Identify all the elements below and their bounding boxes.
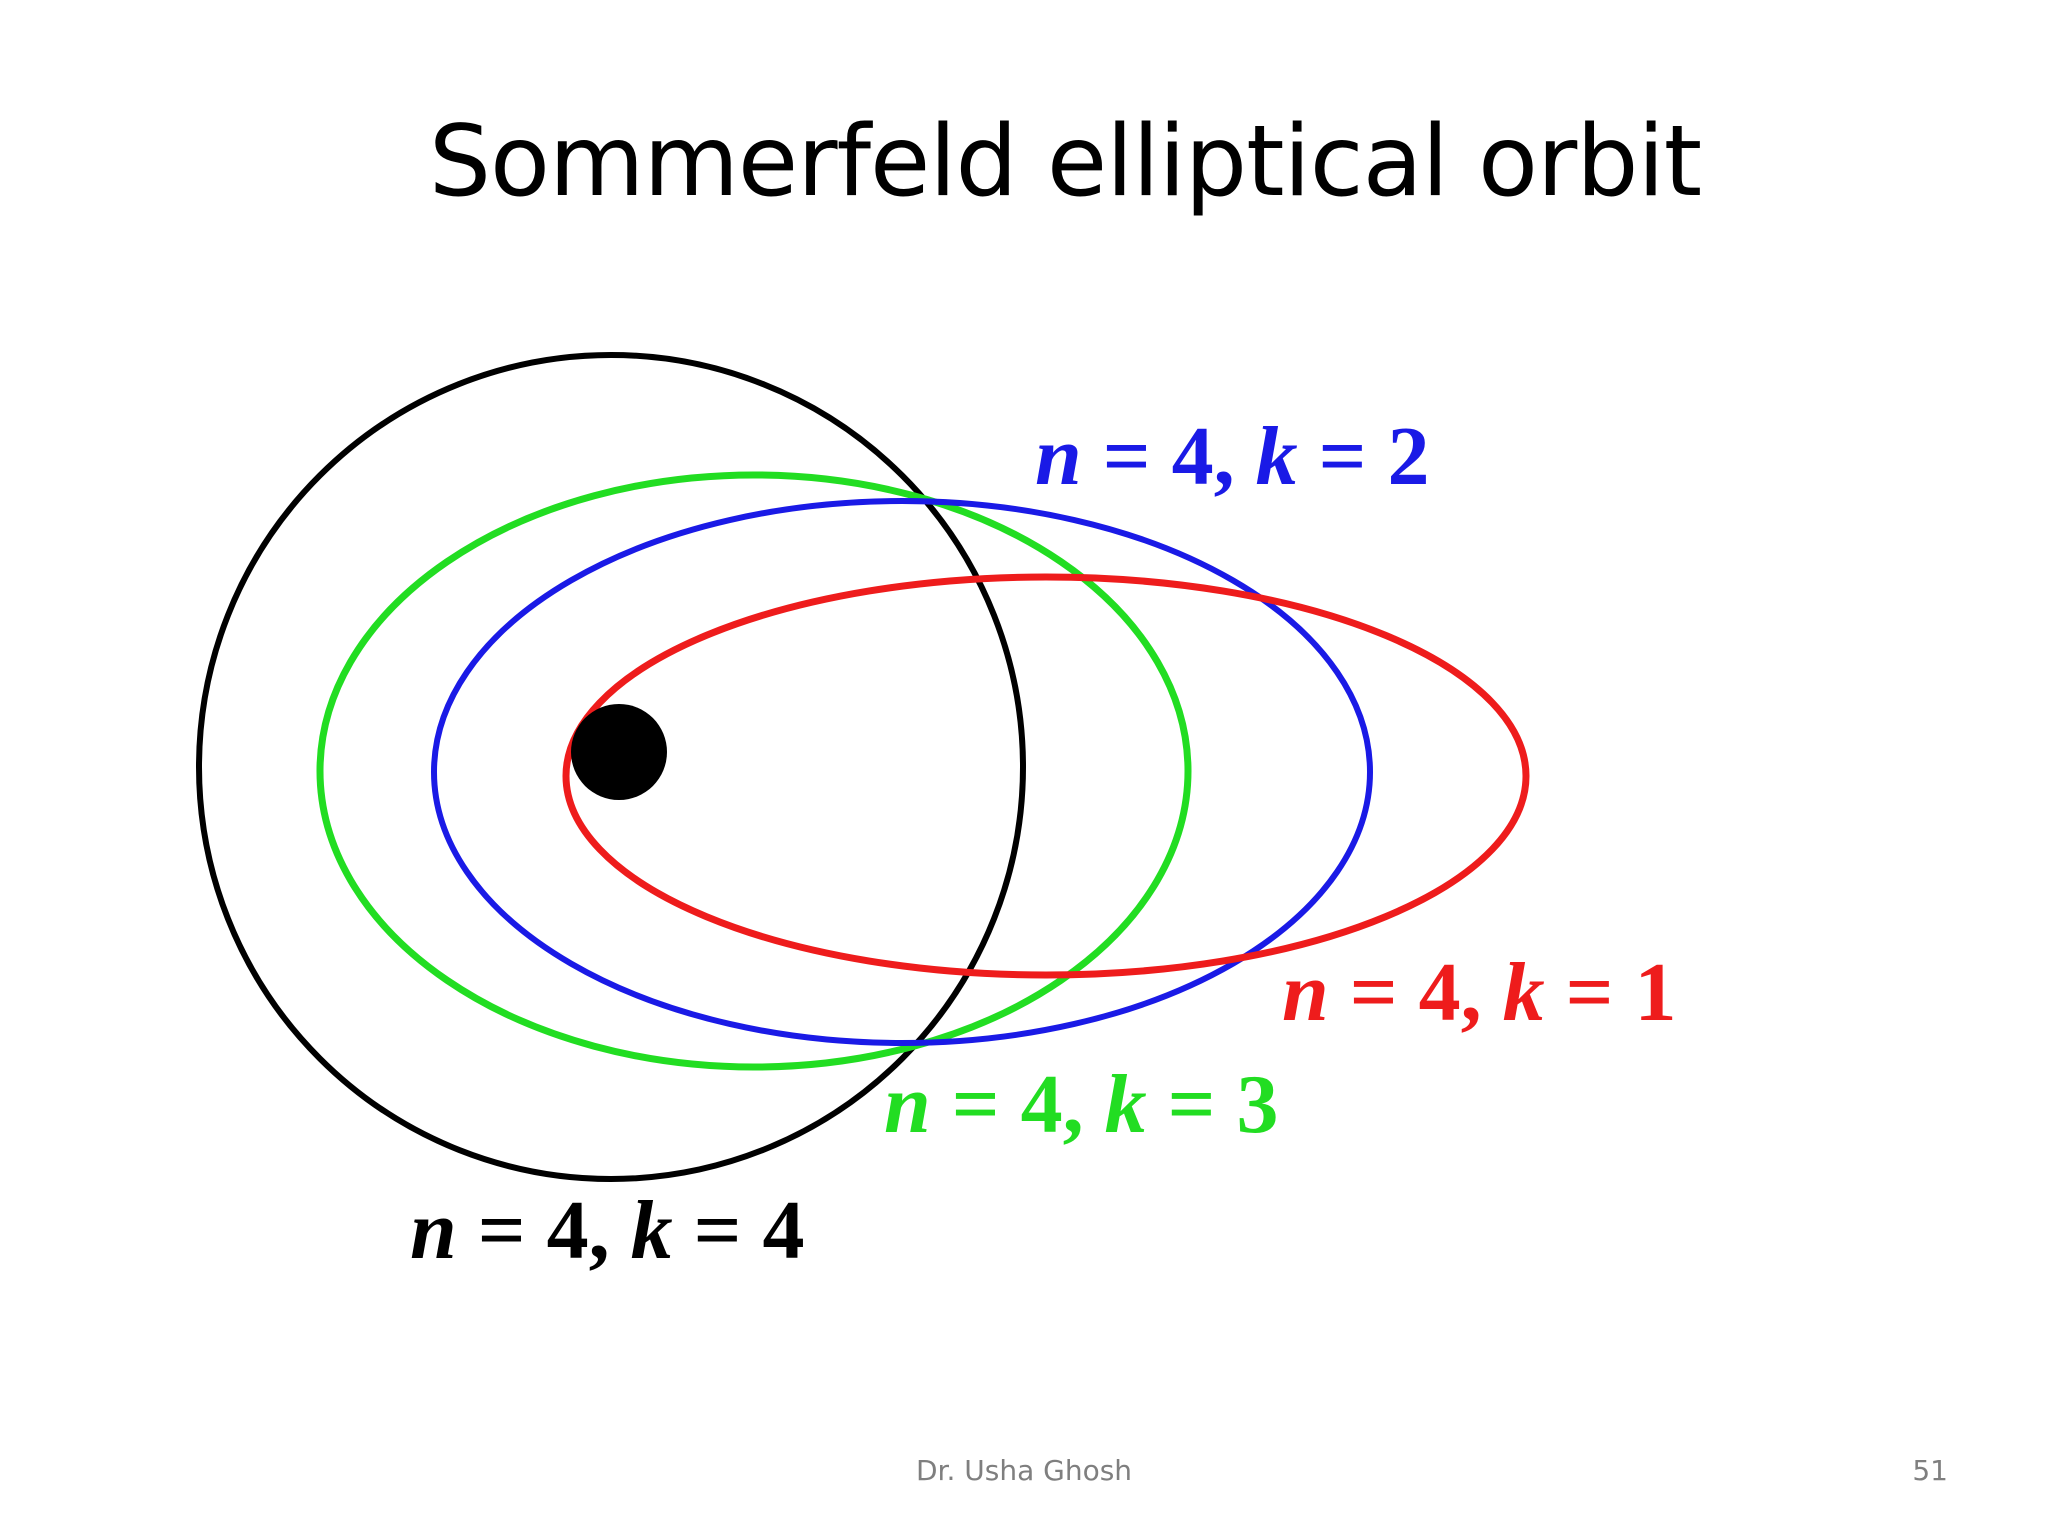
orbit-k2 (431, 498, 1373, 1046)
label-k3: n = 4, k = 3 (884, 1058, 1278, 1151)
footer-author: Dr. Usha Ghosh (915, 1454, 1133, 1487)
orbit-k4 (196, 352, 1026, 1182)
orbit-k1 (562, 573, 1530, 979)
label-k1: n = 4, k = 1 (1282, 946, 1676, 1039)
label-k4: n = 4, k = 4 (410, 1184, 804, 1277)
nucleus (571, 704, 667, 800)
label-k2: n = 4, k = 2 (1035, 410, 1429, 503)
page-number: 51 (1912, 1454, 1948, 1487)
orbit-k3 (316, 471, 1192, 1071)
slide-title: Sommerfeld elliptical orbit (428, 105, 1702, 219)
